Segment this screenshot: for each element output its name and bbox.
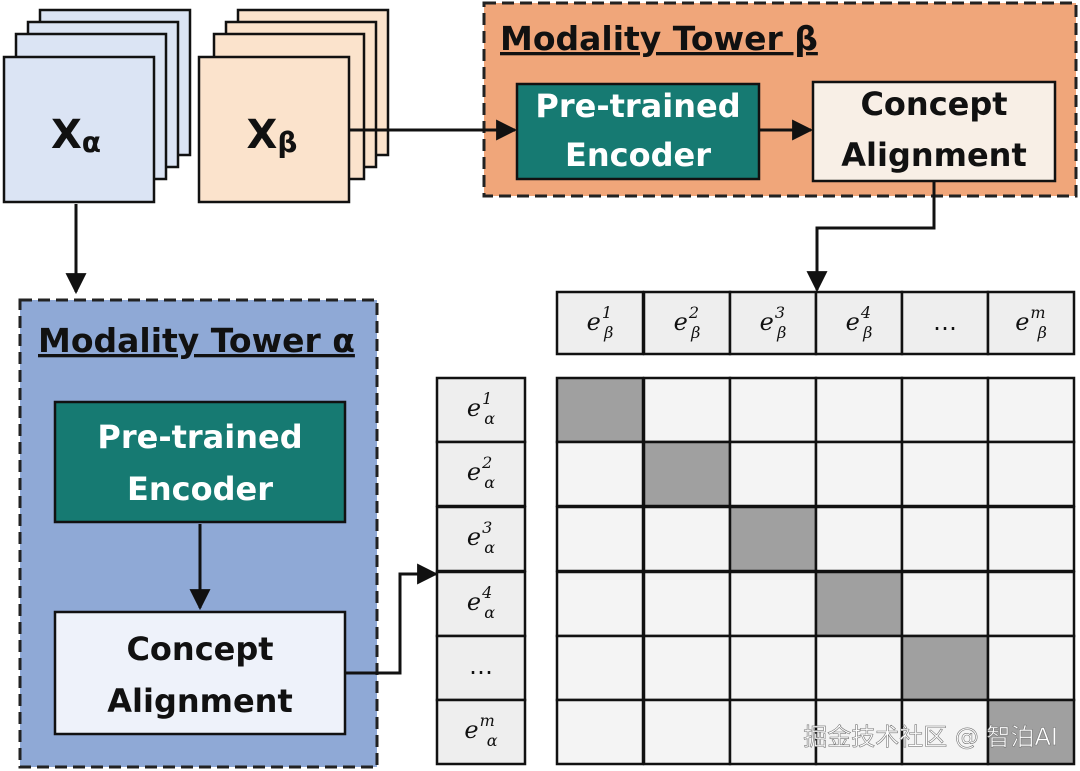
input-beta-label: Xβ — [247, 112, 298, 159]
matrix-cell — [728, 570, 818, 638]
matrix-cell — [986, 570, 1076, 638]
modality-tower-beta: Modality Tower β Pre-trained Encoder Con… — [482, 1, 1078, 198]
matrix-cell — [642, 570, 732, 638]
matrix-cell — [814, 376, 904, 444]
matrix-cell-match — [642, 440, 732, 508]
matrix-cell — [555, 570, 645, 638]
embedding-alpha-cell — [435, 440, 527, 508]
embedding-alpha-cell — [435, 698, 527, 766]
embedding-beta-cell — [814, 290, 904, 356]
matrix-cell — [555, 634, 645, 702]
matrix-cell — [900, 376, 990, 444]
matrix-cell — [814, 440, 904, 508]
tower-alpha-alignment-line2: Alignment — [107, 682, 293, 720]
embedding-beta-cell — [900, 290, 990, 356]
matrix-cell — [900, 698, 990, 766]
tower-beta-alignment-box — [811, 80, 1057, 183]
tower-alpha-alignment-line1: Concept — [126, 630, 273, 668]
tower-beta-encoder-line2: Encoder — [565, 136, 711, 174]
matrix-cell-match — [900, 634, 990, 702]
embedding-alpha-cell — [435, 634, 527, 702]
matrix-cell — [814, 634, 904, 702]
tower-alpha-encoder-box — [53, 400, 347, 524]
matrix-cell — [642, 505, 732, 573]
tower-alpha-title: Modality Tower α — [38, 321, 355, 360]
flow-arrows — [65, 119, 936, 675]
tower-beta-alignment-line2: Alignment — [841, 136, 1027, 174]
matrix-cell — [555, 440, 645, 508]
matrix-cell — [900, 570, 990, 638]
watermark-text: 掘金技术社区 @ 智泊AI — [803, 723, 1058, 751]
tower-beta-encoder-line1: Pre-trained — [535, 87, 740, 125]
embedding-beta-cell — [642, 290, 732, 356]
matrix-cell-match — [986, 698, 1076, 766]
embedding-beta-cell — [555, 290, 645, 356]
matrix-cell-match — [728, 505, 818, 573]
embedding-alpha-label: … — [469, 652, 493, 680]
tower-beta-encoder-box — [515, 82, 761, 181]
matrix-cell — [642, 698, 732, 766]
embedding-beta-cell — [986, 290, 1076, 356]
matrix-cell — [900, 505, 990, 573]
matrix-cell — [728, 440, 818, 508]
matrix-cell — [986, 440, 1076, 508]
matrix-cell — [728, 634, 818, 702]
embedding-beta-label: … — [933, 308, 957, 336]
arrow-alignment-beta-to-embeddings — [806, 182, 936, 293]
tower-beta-title: Modality Tower β — [500, 19, 818, 58]
similarity-matrix — [555, 376, 1076, 766]
matrix-cell — [642, 634, 732, 702]
matrix-cell-match — [814, 570, 904, 638]
arrow-alignment-alpha-to-embeddings — [346, 563, 439, 675]
tower-alpha-encoder-line2: Encoder — [127, 470, 273, 508]
tower-alpha-encoder-line1: Pre-trained — [97, 418, 302, 456]
matrix-cell — [986, 505, 1076, 573]
matrix-cell — [900, 440, 990, 508]
matrix-cell — [728, 698, 818, 766]
matrix-cell — [728, 376, 818, 444]
input-stack-alpha: Xα — [2, 8, 192, 204]
tower-alpha-alignment-box — [53, 610, 347, 736]
matrix-cell-match — [555, 376, 645, 444]
matrix-cell — [814, 505, 904, 573]
input-alpha-label: Xα — [51, 112, 101, 159]
matrix-cell — [642, 376, 732, 444]
matrix-cell — [555, 505, 645, 573]
tower-beta-alignment-line1: Concept — [860, 85, 1007, 123]
matrix-cell — [986, 376, 1076, 444]
matrix-cell — [986, 634, 1076, 702]
matrix-cell — [555, 698, 645, 766]
input-stack-beta: Xβ — [197, 8, 390, 204]
